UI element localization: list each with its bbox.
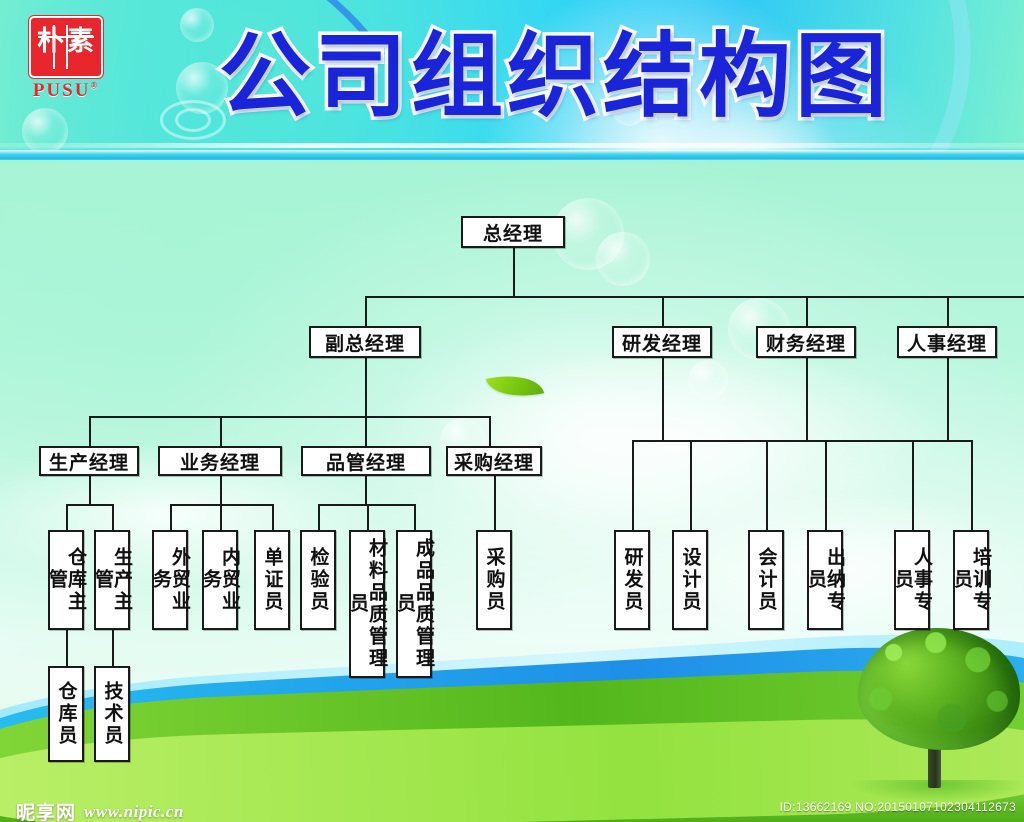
logo-brand-label: PUSU [32, 80, 91, 101]
registered-mark-icon: ® [90, 80, 100, 91]
org-node-warehouse-clerk[interactable]: 仓库员 [48, 666, 84, 762]
connector [66, 630, 68, 666]
connector [806, 356, 808, 442]
org-node-finance-manager[interactable]: 财务经理 [756, 326, 856, 358]
connector [947, 296, 949, 328]
connector [365, 356, 367, 418]
connector [66, 504, 114, 506]
org-node-finished-goods-qc[interactable]: 成品品质管理员 [394, 530, 435, 678]
connector [414, 504, 416, 530]
connector [89, 474, 91, 506]
connector [367, 504, 369, 530]
org-node-document-clerk[interactable]: 单证员 [254, 530, 290, 630]
connector [947, 356, 949, 442]
connector [632, 440, 972, 442]
logo-char-2: 素 [67, 26, 94, 57]
connector [662, 356, 664, 442]
connector [170, 504, 274, 506]
org-node-export-business[interactable]: 外贸业务 [150, 530, 191, 630]
connector [89, 416, 91, 448]
logo-brand-text: PUSU® [22, 80, 110, 102]
connector [112, 504, 114, 530]
connector [220, 474, 222, 506]
connector [766, 440, 768, 530]
connector [66, 504, 68, 530]
connector [220, 416, 222, 448]
header-divider [0, 150, 1024, 160]
connector [272, 504, 274, 530]
org-node-rd-staff[interactable]: 研发员 [614, 530, 650, 630]
connector [632, 440, 634, 530]
org-node-accountant[interactable]: 会计员 [748, 530, 784, 630]
logo-char-1: 朴 [37, 26, 64, 57]
header-divider-highlight [0, 143, 1024, 148]
logo-seal-icon: 朴 素 [29, 16, 103, 78]
org-node-production-manager[interactable]: 生产经理 [39, 446, 139, 476]
connector [318, 504, 320, 530]
connector [912, 440, 914, 530]
connector [494, 474, 496, 530]
org-node-inspector[interactable]: 检验员 [300, 530, 336, 630]
connector [513, 246, 515, 298]
org-node-production-supervisor[interactable]: 生产主管 [92, 530, 133, 630]
org-node-general-manager[interactable]: 总经理 [461, 216, 565, 248]
leaf-decoration [485, 367, 545, 405]
connector [365, 296, 367, 328]
org-node-material-qc[interactable]: 材料品质管理员 [347, 530, 388, 678]
org-node-rd-manager[interactable]: 研发经理 [612, 326, 712, 358]
org-node-buyer[interactable]: 采购员 [476, 530, 512, 630]
connector [89, 416, 489, 418]
connector [365, 416, 367, 448]
org-node-sales-manager[interactable]: 业务经理 [158, 446, 282, 476]
org-node-domestic-business[interactable]: 内贸业务 [200, 530, 241, 630]
page-title: 公司组织结构图 [215, 20, 891, 134]
connector [806, 296, 808, 328]
connector [662, 296, 664, 328]
connector [365, 474, 367, 506]
company-logo: 朴 素 PUSU® [22, 16, 110, 102]
connector [220, 504, 222, 530]
org-node-designer[interactable]: 设计员 [672, 530, 708, 630]
connector [971, 440, 973, 530]
org-node-deputy-general-manager[interactable]: 副总经理 [309, 326, 421, 358]
org-node-hr-specialist[interactable]: 人事专员 [892, 530, 933, 630]
org-node-cashier[interactable]: 出纳专员 [805, 530, 846, 630]
org-node-warehouse-supervisor[interactable]: 仓库主管 [46, 530, 87, 630]
org-chart: 总经理 副总经理 研发经理 财务经理 人事经理 生产经理 业务经理 品管经理 采… [0, 160, 1024, 822]
org-node-training-specialist[interactable]: 培训专员 [951, 530, 992, 630]
connector [112, 630, 114, 666]
connector [170, 504, 172, 530]
org-node-hr-manager[interactable]: 人事经理 [897, 326, 997, 358]
org-node-purchasing-manager[interactable]: 采购经理 [446, 446, 542, 476]
connector [825, 440, 827, 530]
connector [690, 440, 692, 530]
connector [365, 296, 1024, 298]
org-node-technician[interactable]: 技术员 [94, 666, 130, 762]
org-node-qc-manager[interactable]: 品管经理 [301, 446, 431, 476]
connector [489, 416, 491, 448]
